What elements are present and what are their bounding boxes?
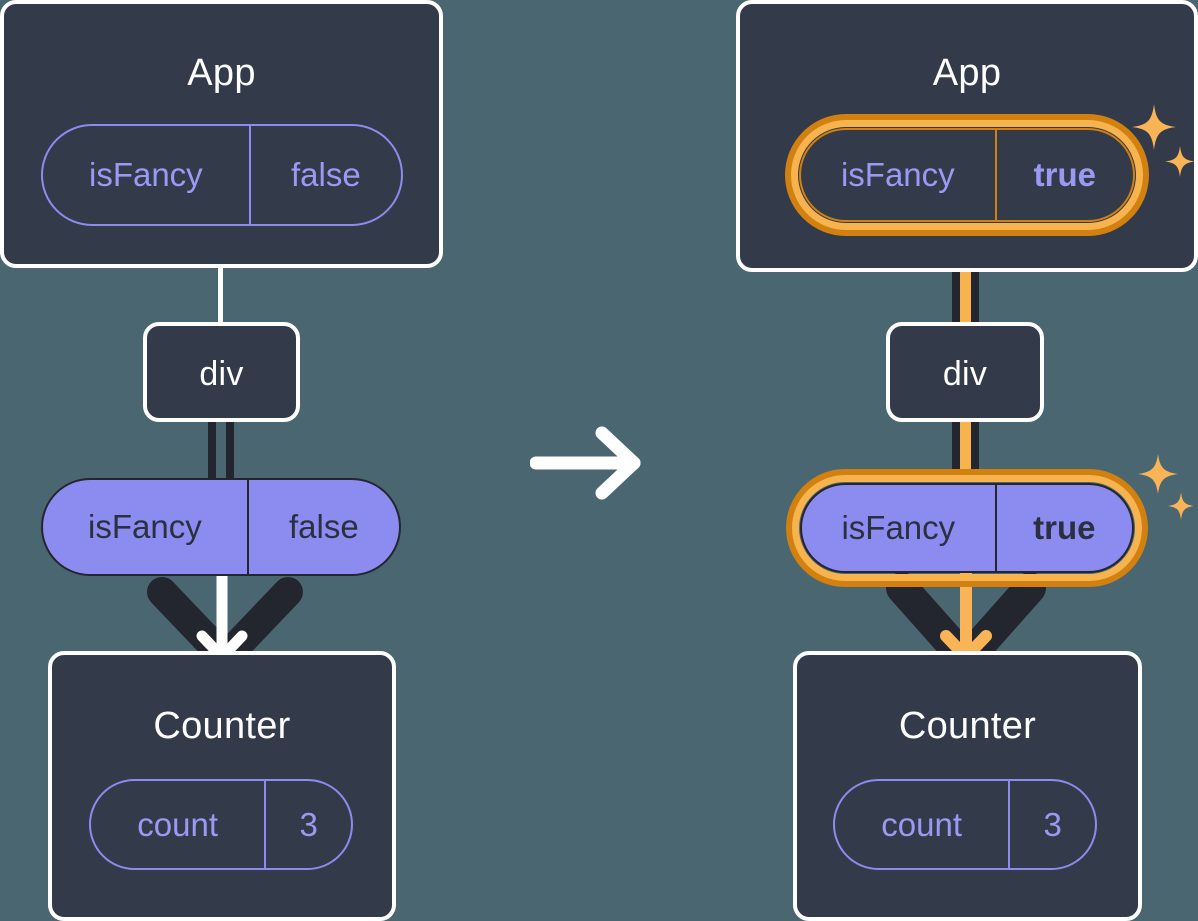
div-panel-title-before: div <box>199 355 244 393</box>
app-state-pill-after[interactable]: isFancy true <box>799 128 1135 222</box>
app-state-value-before: false <box>248 126 401 224</box>
counter-state-value-after: 3 <box>1008 781 1095 868</box>
counter-panel-title-before: Counter <box>153 705 291 747</box>
prop-pill-before[interactable]: isFancy false <box>41 478 401 576</box>
connector-div-to-prop-after-amber <box>960 419 971 481</box>
prop-value-before: false <box>246 480 399 574</box>
app-state-pill-before[interactable]: isFancy false <box>41 124 403 226</box>
counter-panel-title-after: Counter <box>898 705 1037 747</box>
sparkle-icon-prop-after <box>1138 454 1194 520</box>
counter-state-name-before: count <box>137 805 219 843</box>
div-panel-before[interactable]: div <box>143 322 300 422</box>
counter-state-pill-after[interactable]: count 3 <box>833 779 1097 870</box>
app-panel-title-after: App <box>932 52 1002 94</box>
prop-value-after: true <box>994 485 1132 571</box>
prop-name-after: isFancy <box>841 509 956 546</box>
div-panel-after[interactable]: div <box>886 322 1044 422</box>
counter-state-pill-before[interactable]: count 3 <box>89 779 353 870</box>
prop-name-before: isFancy <box>88 508 202 545</box>
counter-state-name-after: count <box>881 805 963 843</box>
app-state-name-after: isFancy <box>840 156 955 193</box>
app-state-name-before: isFancy <box>88 156 203 193</box>
connector-app-to-div-after-amber <box>960 228 971 328</box>
connector-div-to-prop-before-left <box>208 419 216 481</box>
right-arrow-icon <box>530 426 641 500</box>
div-panel-title-after: div <box>942 355 988 393</box>
app-panel-title-before: App <box>187 52 256 94</box>
connector-div-to-prop-before-right <box>226 419 234 481</box>
prop-pill-after[interactable]: isFancy true <box>800 483 1134 573</box>
app-state-value-after: true <box>994 130 1133 220</box>
counter-state-value-before: 3 <box>264 781 351 868</box>
connector-app-to-div-before <box>218 262 223 326</box>
